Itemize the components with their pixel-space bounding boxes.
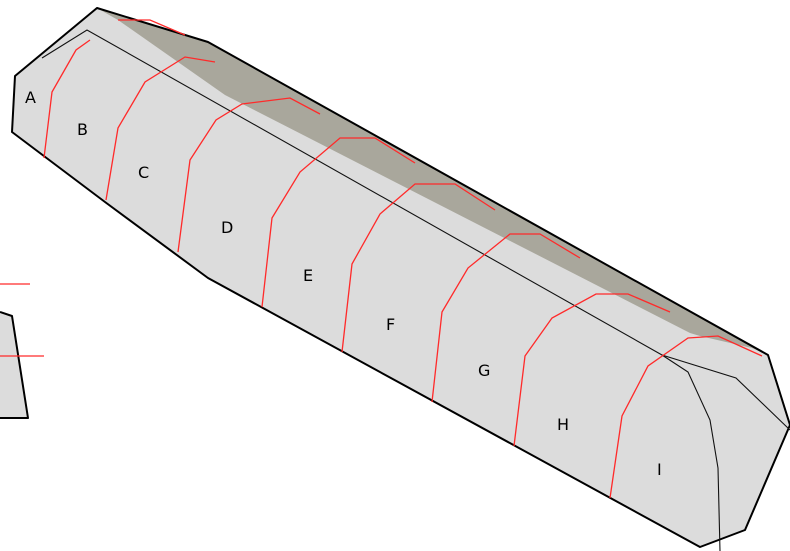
segment-label-f: F <box>386 315 395 334</box>
division-line-1 <box>43 39 91 159</box>
division-line-5 <box>341 183 496 353</box>
segment-label-i: I <box>657 460 662 479</box>
segment-label-c: C <box>138 163 149 182</box>
top-face-shading <box>97 8 768 355</box>
division-line-7 <box>513 293 671 447</box>
front-ridge-edge <box>661 354 721 551</box>
segment-label-g: G <box>478 361 490 380</box>
division-line-6 <box>431 233 581 403</box>
segment-labels: A B C D E F G H I <box>25 88 662 479</box>
division-line-3 <box>177 97 321 253</box>
segment-divisions <box>43 19 763 499</box>
segment-label-a: A <box>25 88 36 107</box>
partial-shape-left <box>0 283 44 419</box>
back-top-edge-1 <box>118 19 186 36</box>
segment-label-d: D <box>221 218 233 237</box>
ridge-line <box>41 29 663 356</box>
division-line-2 <box>105 56 216 201</box>
segment-label-h: H <box>557 415 569 434</box>
division-line-8 <box>609 335 763 499</box>
segment-label-e: E <box>303 266 313 285</box>
division-line-4 <box>261 137 416 308</box>
segment-label-b: B <box>77 120 88 139</box>
prism-body <box>11 7 790 551</box>
back-ridge-edge <box>661 354 790 431</box>
